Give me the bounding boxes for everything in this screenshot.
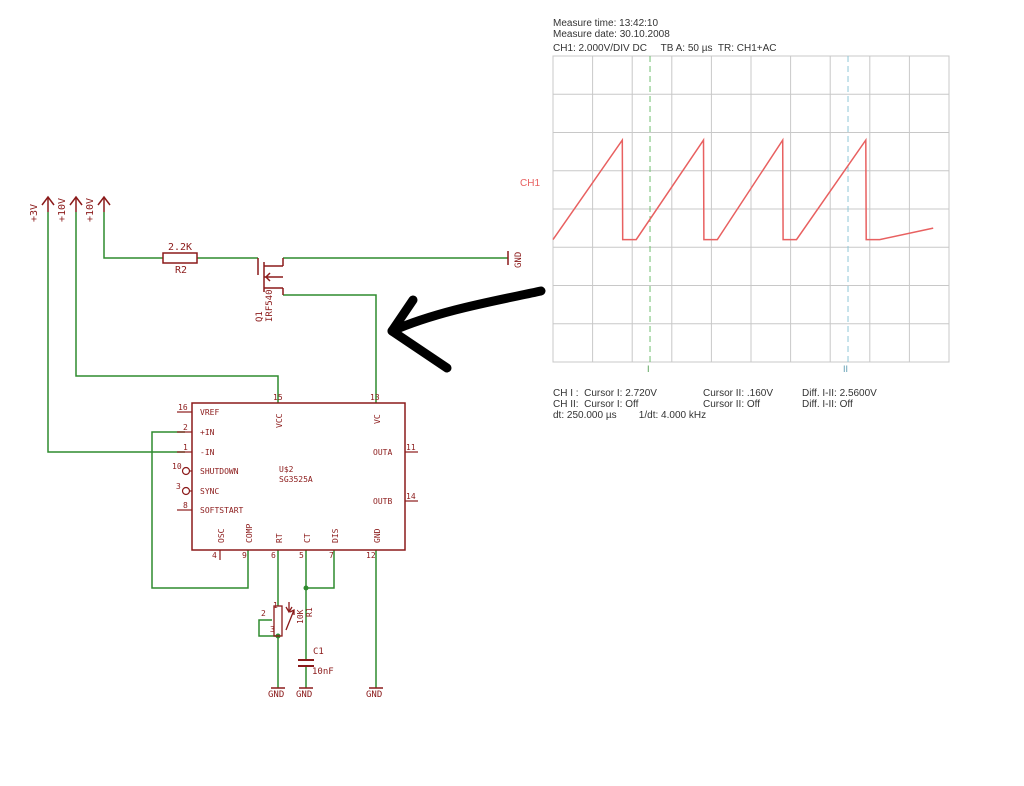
- potentiometer-r1: [273, 602, 295, 637]
- supply-label-3v: +3V: [29, 204, 40, 222]
- pin-11-label: OUTA: [373, 448, 392, 457]
- pin-10-inverted: [181, 466, 191, 476]
- pin-10-label: SHUTDOWN: [200, 467, 239, 476]
- ic-part: SG3525A: [279, 475, 313, 484]
- wire-10v-to-vcc: [75, 212, 279, 403]
- scope-trace-ch1: [552, 137, 934, 241]
- schematic-wires: [47, 212, 508, 688]
- pin-13-label: VC: [373, 414, 382, 424]
- pin-7-label: DIS: [331, 528, 340, 543]
- pin-3-label: SYNC: [200, 487, 219, 496]
- c1-name: C1: [313, 647, 324, 657]
- pin-10-num: 10: [172, 462, 182, 471]
- wire-3v-to-minus-in: [47, 212, 185, 453]
- pin-8-label: SOFTSTART: [200, 506, 244, 515]
- pin-3-inverted: [181, 486, 191, 496]
- capacitor-c1: [298, 659, 314, 667]
- supply-label-10v-b: +10V: [85, 198, 96, 222]
- pin-5-label: CT: [303, 533, 312, 543]
- scope-footer-r1c: Diff. I-II: 2.5600V: [802, 388, 877, 399]
- resistor-r2: [162, 252, 198, 264]
- gnd-label-2: GND: [296, 690, 312, 700]
- scope-footer-r1b: Cursor II: .160V: [703, 388, 773, 399]
- ic-right-pins: [405, 451, 418, 502]
- pot-pin-3: 3: [270, 625, 275, 634]
- scope-footer-r3: dt: 250.000 µs 1/dt: 4.000 kHz: [553, 410, 706, 421]
- pot-pin-2: 2: [261, 609, 266, 618]
- ic-u2: [191, 402, 406, 551]
- pin-12-label: GND: [373, 528, 382, 543]
- r2-value: 2.2K: [168, 242, 192, 253]
- pin-8-num: 8: [183, 501, 188, 510]
- scope-cursors: [649, 56, 849, 362]
- scope-cursor1-label: I: [647, 364, 650, 374]
- gnd-top-label: GND: [514, 252, 524, 268]
- gnd-label-1: GND: [268, 690, 284, 700]
- wire-10v-to-r2: [103, 212, 163, 259]
- wire-comp-to-plus-in: [151, 431, 249, 589]
- pin-11-num: 11: [406, 443, 416, 452]
- ic-name: U$2: [279, 465, 294, 474]
- pin-3-num: 3: [176, 482, 181, 491]
- pin-14-num: 14: [406, 492, 416, 501]
- scope-cursor2-label: II: [843, 364, 848, 374]
- scope-measure-date: Measure date: 30.10.2008: [553, 29, 670, 40]
- pin-12-num: 12: [366, 551, 376, 560]
- scope-measure-time: Measure time: 13:42:10: [553, 18, 658, 29]
- scope-grid: [552, 55, 950, 363]
- pot-name: R1: [305, 607, 314, 617]
- pin-2-label: +IN: [200, 428, 215, 437]
- wire-pot-wiper: [258, 619, 278, 637]
- pin-16-label: VREF: [200, 408, 219, 417]
- pin-15-num: 15: [273, 393, 283, 402]
- pin-9-num: 9: [242, 551, 247, 560]
- supply-label-10v-a: +10V: [57, 198, 68, 222]
- wire-dis-to-ct: [306, 550, 335, 589]
- pin-15-label: VCC: [275, 413, 284, 428]
- scope-footer-r2c: Diff. I-II: Off: [802, 399, 853, 410]
- mosfet-q1: [257, 258, 284, 295]
- r2-name: R2: [175, 265, 187, 276]
- junction-ct-dis: [303, 585, 309, 591]
- ic-left-pins: [177, 411, 192, 511]
- pin-14-label: OUTB: [373, 497, 392, 506]
- scope-ch1-marker: CH1: [520, 178, 540, 189]
- pin-7-num: 7: [329, 551, 334, 560]
- scope-footer-r1a: CH I : Cursor I: 2.720V: [553, 388, 657, 399]
- q1-part: IRF540: [265, 289, 275, 322]
- pin-13-num: 13: [370, 393, 380, 402]
- pin-6-label: RT: [275, 533, 284, 543]
- pin-1-label: -IN: [200, 448, 215, 457]
- pin-9-label: COMP: [245, 524, 254, 543]
- scope-footer-r2a: CH II: Cursor I: Off: [553, 399, 639, 410]
- scope-footer-r2b: Cursor II: Off: [703, 399, 760, 410]
- pin-1-num: 1: [183, 443, 188, 452]
- pin-4-num: 4: [212, 551, 217, 560]
- pin-4-label: OSC: [217, 528, 226, 543]
- wire-q1-to-vc: [283, 294, 377, 403]
- pin-2-num: 2: [183, 423, 188, 432]
- q1-name: Q1: [255, 311, 265, 322]
- pin-5-num: 5: [299, 551, 304, 560]
- scope-settings: CH1: 2.000V/DIV DC TB A: 50 µs TR: CH1+A…: [553, 43, 777, 54]
- pin-6-num: 6: [271, 551, 276, 560]
- pot-value: 10K: [296, 609, 305, 624]
- hand-drawn-arrow: [387, 286, 546, 373]
- pin-16-num: 16: [178, 403, 188, 412]
- supply-symbols: [41, 195, 111, 212]
- gnd-label-3: GND: [366, 690, 382, 700]
- c1-value: 10nF: [312, 667, 334, 677]
- pot-pin-1: 1: [273, 601, 278, 610]
